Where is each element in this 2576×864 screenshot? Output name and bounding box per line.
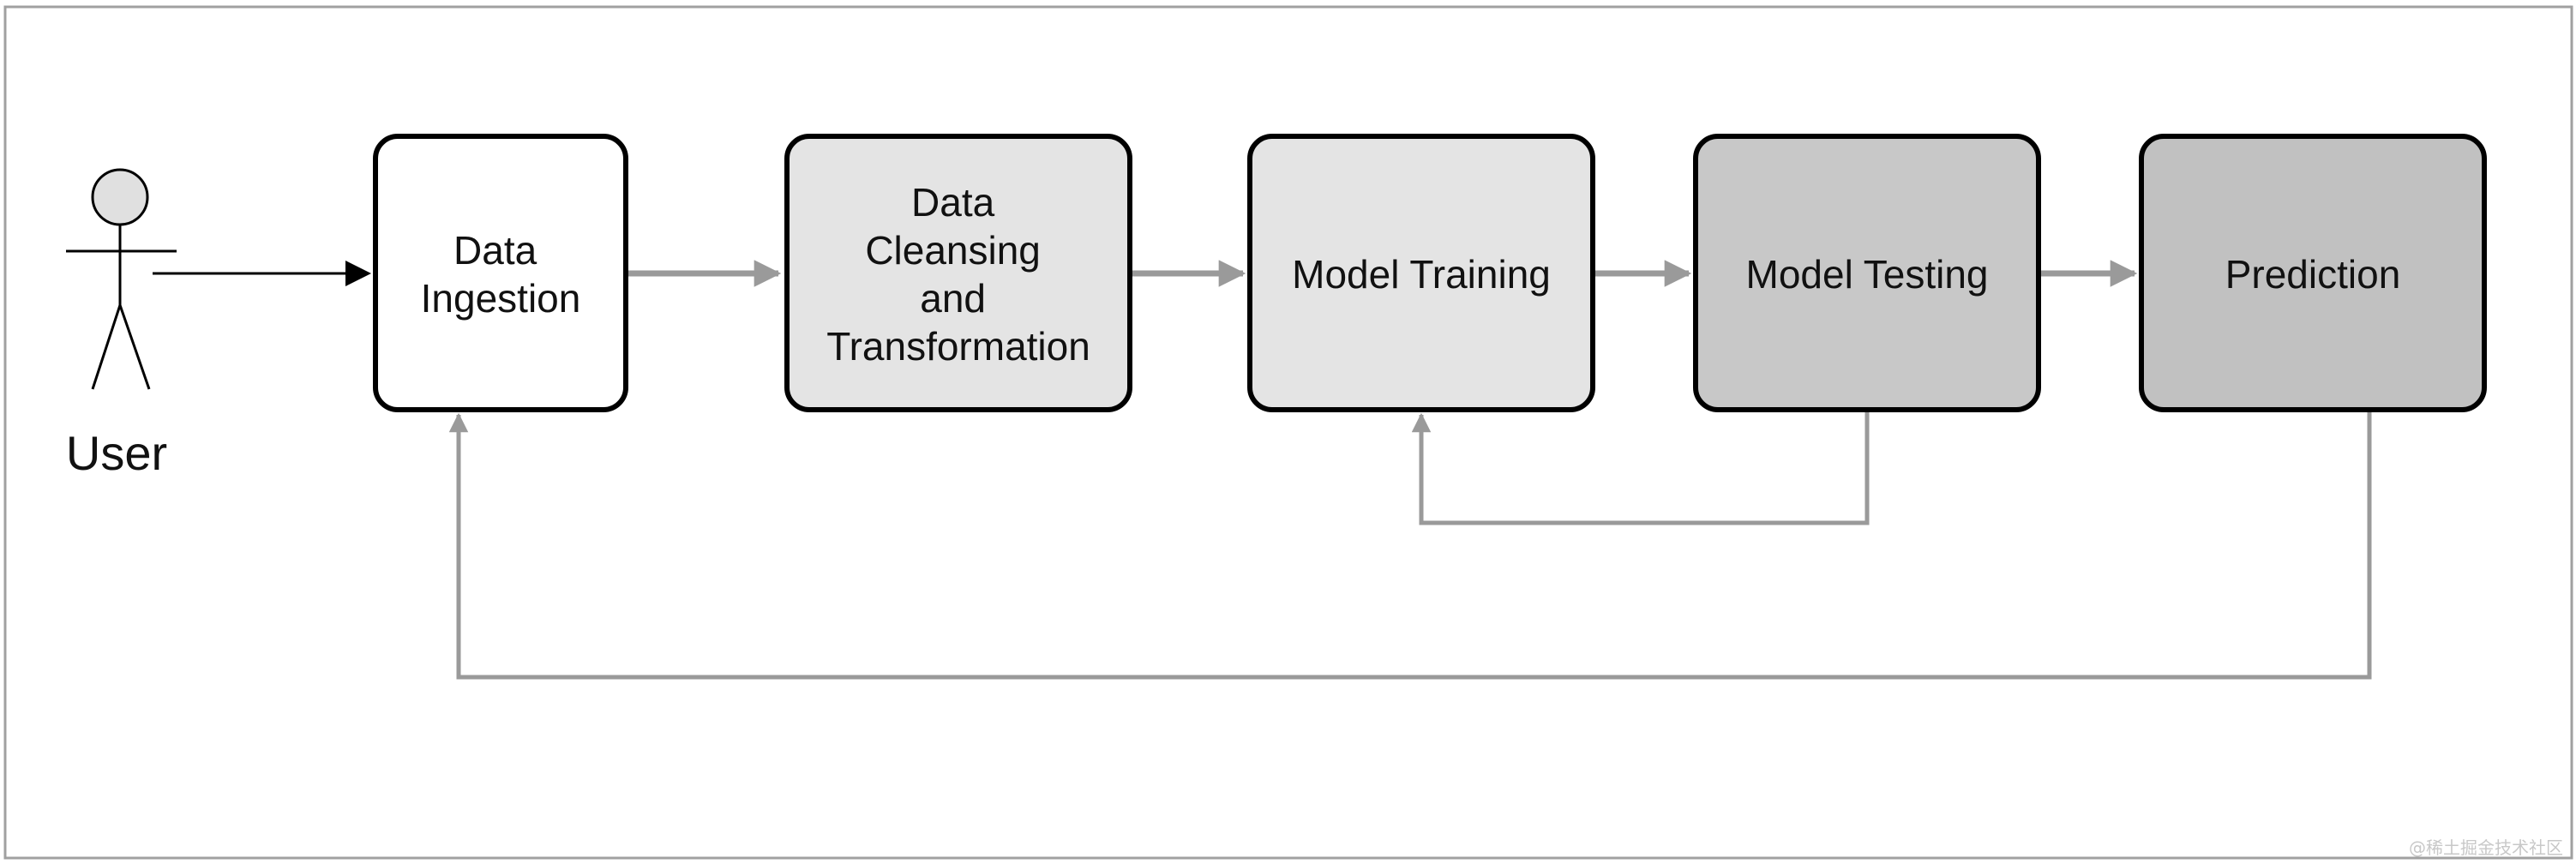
node-prediction-box bbox=[2139, 134, 2487, 412]
node-label-line: Data bbox=[453, 228, 537, 273]
edge-prediction-feedback-to-ingestion bbox=[448, 410, 2372, 680]
node-prediction-label: Prediction bbox=[2225, 252, 2401, 297]
node-data-ingestion-label: Data Ingestion bbox=[421, 228, 581, 321]
node-model-testing: Model Testing bbox=[1693, 134, 2041, 412]
node-model-training-box bbox=[1247, 134, 1595, 412]
node-data-cleansing-box bbox=[784, 134, 1132, 412]
node-model-testing-label: Model Testing bbox=[1746, 252, 1989, 297]
node-model-testing-box bbox=[1693, 134, 2041, 412]
edge-testing-feedback-to-training bbox=[1411, 410, 1870, 525]
node-data-ingestion: Data Ingestion bbox=[373, 134, 628, 412]
node-label-line: Cleansing bbox=[865, 228, 1041, 273]
node-label-line: Prediction bbox=[2225, 252, 2401, 297]
watermark-text: @稀土掘金技术社区 bbox=[2409, 837, 2563, 858]
node-data-cleansing: Data Cleansing and Transformation bbox=[784, 134, 1132, 412]
user-actor-label: User bbox=[66, 426, 167, 480]
node-label-line: Data bbox=[911, 180, 995, 225]
user-actor-left-leg bbox=[91, 304, 122, 390]
user-actor: User bbox=[66, 168, 177, 480]
node-prediction: Prediction bbox=[2139, 134, 2487, 412]
user-actor-head bbox=[91, 168, 149, 226]
node-label-line: and bbox=[920, 276, 986, 321]
node-model-training-label: Model Training bbox=[1292, 252, 1551, 297]
node-label-line: Model Testing bbox=[1746, 252, 1989, 297]
node-label-line: Model Training bbox=[1292, 252, 1551, 297]
node-model-training: Model Training bbox=[1247, 134, 1595, 412]
node-label-line: Ingestion bbox=[421, 276, 581, 321]
node-label-line: Transformation bbox=[826, 324, 1090, 369]
node-data-ingestion-box bbox=[373, 134, 628, 412]
node-data-cleansing-label: Data Cleansing and Transformation bbox=[826, 180, 1090, 369]
user-actor-right-leg bbox=[118, 304, 151, 390]
edges bbox=[153, 260, 2372, 680]
